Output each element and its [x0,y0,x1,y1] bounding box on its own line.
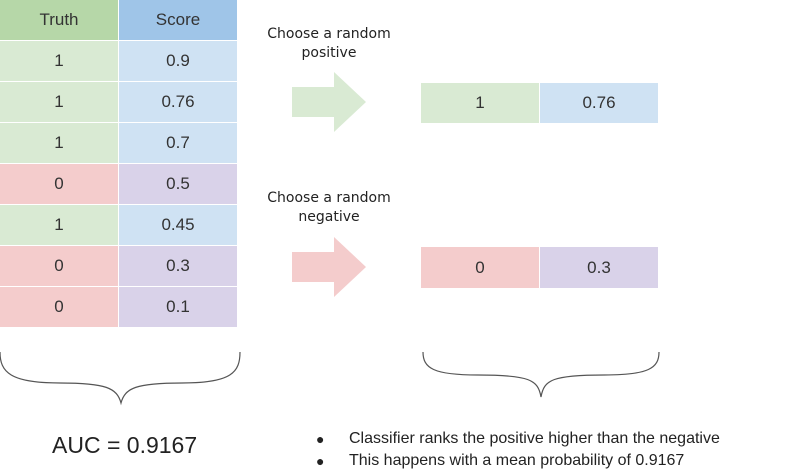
score-cell: 0.76 [119,82,237,122]
truth-cell: 1 [0,123,118,163]
truth-cell: 1 [0,41,118,81]
truth-cell: 0 [0,246,118,286]
choose-positive-label: Choose a random positive [267,26,391,61]
bullet-text: Classifier ranks the positive higher tha… [349,430,720,447]
auc-value: AUC = 0.9167 [52,432,198,458]
negative-score-cell: 0.3 [540,247,658,288]
truth-cell: 0 [0,164,118,204]
score-cell: 0.1 [119,287,237,327]
score-cell: 0.5 [119,164,237,204]
score-header: Score [119,0,237,40]
truth-header: Truth [0,0,118,40]
truth-cell: 1 [0,205,118,245]
explanation-bullets: ● Classifier ranks the positive higher t… [316,428,720,472]
choose-negative-label: Choose a random negative [267,190,391,225]
negative-truth-cell: 0 [421,247,539,288]
truth-cell: 0 [0,287,118,327]
positive-score-cell: 0.76 [540,83,658,123]
score-cell: 0.9 [119,41,237,81]
bullet-text: This happens with a mean probability of … [349,452,685,469]
bullet-dot-icon: ● [316,431,325,447]
left-curly-brace [0,351,241,406]
truth-cell: 1 [0,82,118,122]
bullet-item: ● This happens with a mean probability o… [316,450,720,472]
negative-arrow-shape [292,237,366,297]
score-cell: 0.3 [119,246,237,286]
bullet-item: ● Classifier ranks the positive higher t… [316,428,720,450]
positive-arrow-shape [292,72,366,132]
right-curly-brace [422,351,660,398]
positive-truth-cell: 1 [421,83,539,123]
score-cell: 0.7 [119,123,237,163]
bullet-dot-icon: ● [316,453,325,469]
score-cell: 0.45 [119,205,237,245]
